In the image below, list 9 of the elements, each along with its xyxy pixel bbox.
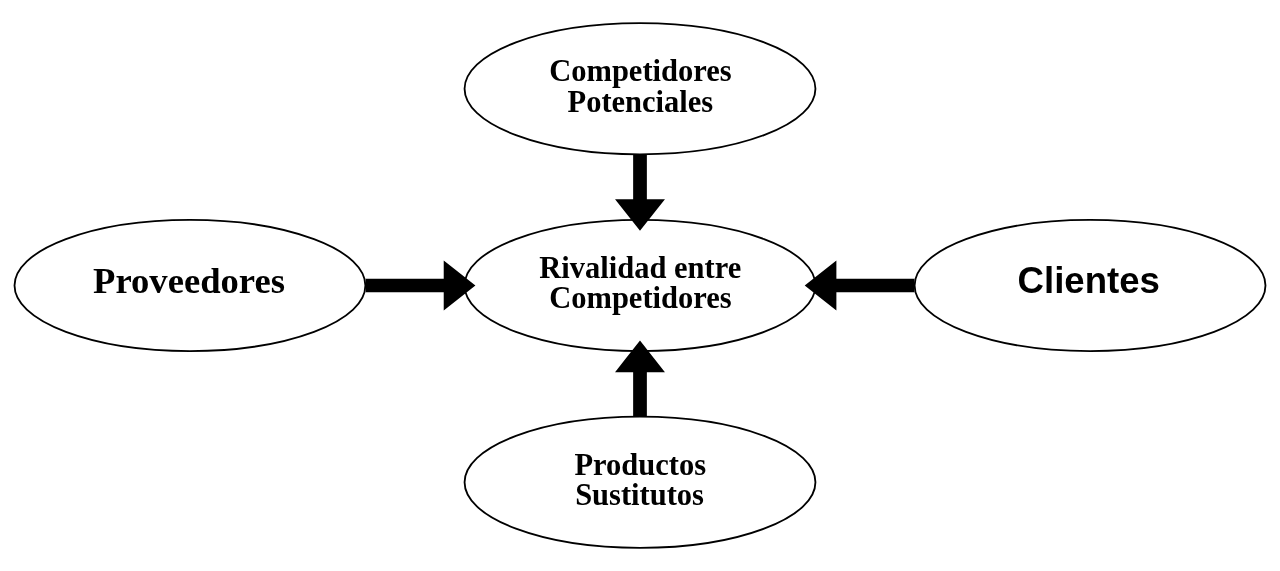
arrow [365, 260, 476, 311]
arrow [615, 154, 665, 231]
node-ellipse: Rivalidad entre Competidores [463, 219, 817, 352]
node-ellipse: Clientes [913, 219, 1267, 352]
arrow [804, 260, 915, 311]
node-ellipse: Proveedores [13, 219, 367, 352]
node-ellipse: Competidores Potenciales [463, 22, 817, 156]
arrow [615, 340, 665, 417]
node-ellipse: Productos Sustitutos [463, 415, 817, 549]
